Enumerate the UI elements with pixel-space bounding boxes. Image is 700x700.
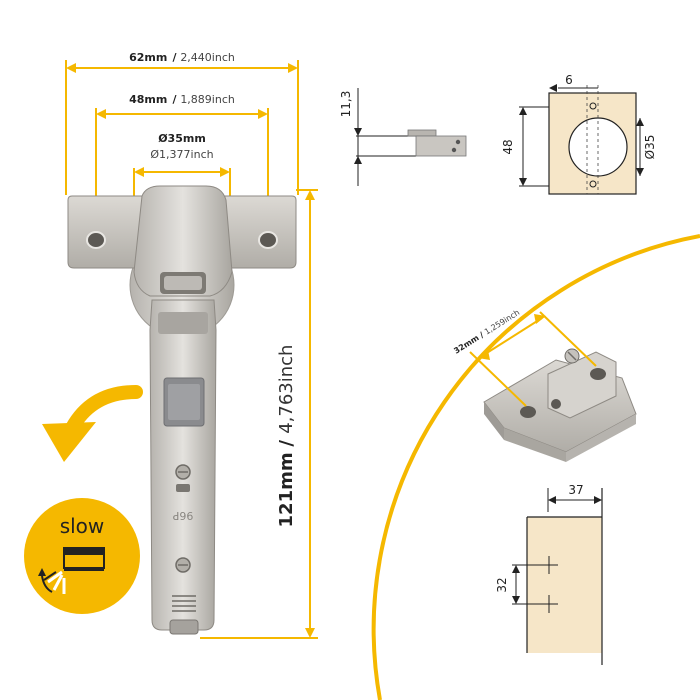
svg-text:96P: 96P	[172, 509, 193, 522]
slow-badge-text: slow	[60, 514, 105, 538]
screw-hole-right	[258, 231, 278, 249]
svg-text:62mm / 2,440inch: 62mm / 2,440inch	[129, 46, 235, 65]
dimension-121mm: 121mm / 4,763inch	[200, 189, 318, 639]
dim-121-imperial: 4,763inch	[276, 345, 297, 434]
dimension-62mm: 62mm / 2,440inch	[65, 46, 299, 195]
slow-badge: slow	[24, 498, 140, 614]
dim-62-imperial: 2,440inch	[180, 51, 235, 64]
cup-height-label: 48	[501, 139, 515, 154]
svg-text:48mm / 1,889inch: 48mm / 1,889inch	[129, 88, 235, 107]
dim-62-slash: /	[172, 51, 180, 64]
dim-48-metric: 48mm	[129, 93, 167, 106]
cup-offset-label: 6	[565, 73, 573, 87]
plate-spacing-label: 32	[495, 577, 509, 592]
side-depth-label: 11,3	[339, 91, 353, 118]
plate-dim-metric: 32mm	[452, 333, 480, 355]
dim-121-slash: /	[276, 434, 297, 447]
dimension-48mm: 48mm / 1,889inch	[95, 88, 269, 245]
soft-close-icon	[38, 547, 105, 594]
side-profile-drawing: 11,3	[339, 88, 467, 186]
cup-diameter-label: Ø35	[643, 135, 657, 160]
plate-drilling-drawing: 37 32	[495, 483, 603, 665]
dim-48-slash: /	[172, 93, 180, 106]
dim-35-imperial: Ø1,377inch	[150, 148, 213, 161]
cup-drilling-drawing: 6 48 Ø35	[501, 73, 657, 195]
dim-62-metric: 62mm	[129, 51, 167, 64]
svg-text:121mm / 4,763inc: 121mm / 4,763inch	[276, 345, 297, 528]
dim-121-metric: 121mm	[276, 452, 297, 527]
mounting-plate-photo	[483, 348, 637, 462]
screw-hole-left	[86, 231, 106, 249]
highlight-circle-arc	[371, 234, 700, 700]
plate-dim-slash: /	[478, 329, 488, 340]
plate-width-label: 37	[568, 483, 583, 497]
dim-48-imperial: 1,889inch	[180, 93, 235, 106]
hinge-photo: 96P	[67, 185, 297, 635]
soft-close-arrow-icon	[42, 385, 143, 462]
dim-35-metric: Ø35mm	[158, 132, 206, 145]
